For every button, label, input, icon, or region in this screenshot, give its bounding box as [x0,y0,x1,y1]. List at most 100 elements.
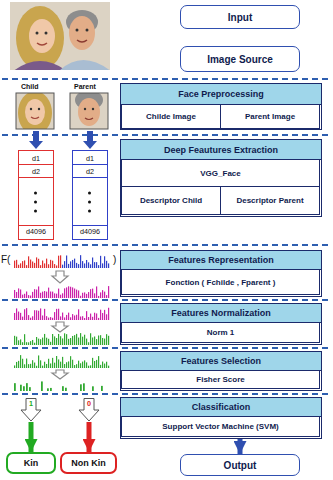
feature-histogram [14,255,109,391]
histogram-bar [104,364,105,368]
histogram-bar [28,295,29,298]
histogram-bar [96,339,97,345]
histogram-bar [16,362,17,368]
histogram-bar [102,263,103,268]
histogram-bar [28,315,29,320]
histogram-bar [64,317,65,320]
histogram-bar [52,261,53,268]
stage-panel: Features RepresentationFonction ( Fchild… [120,250,322,297]
node-text: Classification [192,402,251,412]
histogram-bar [74,289,75,298]
node-text: Fonction ( Fchilde , Fparent ) [166,278,276,287]
node-text: Deep Feautures Extraction [164,145,278,155]
histogram-bar [108,308,109,320]
histogram-bar [56,309,57,320]
histogram-bar [98,265,99,268]
flow-arrow [87,422,92,452]
start-box: Input [180,5,300,29]
histogram-bar [70,317,71,320]
histogram-bar [38,339,39,345]
node-text: 1 [20,399,42,408]
histogram-bar [84,335,85,345]
histogram-bar [104,292,105,298]
histogram-bar [84,360,85,368]
histogram-bar [34,289,35,298]
histogram-bar [86,294,87,298]
histogram-bar [50,317,51,320]
histogram-bar [96,262,97,268]
histogram-bar [42,366,43,368]
stage-header: Features Normalization [121,304,321,323]
histogram-bar [82,293,83,298]
source-photo [10,2,112,72]
node-text: Descriptor Parent [236,196,303,205]
node-text: Descriptor Child [140,196,202,205]
histogram-bar [32,340,33,345]
image-label: Child [21,83,39,90]
histogram-bar [46,316,47,320]
histogram-bar [94,361,95,368]
histogram-bar [50,291,51,298]
histogram-bar [90,314,91,320]
node-text: 0 [78,399,100,408]
histogram-bar [92,257,93,268]
histogram-bar [98,356,99,368]
histogram-bar [54,312,55,320]
histogram-bar [66,255,67,268]
histogram-bar [34,363,35,368]
histogram-bar [100,335,101,345]
histogram-bar [26,308,27,320]
histogram-bar [76,290,77,298]
histogram-bar [52,292,53,298]
histogram-bar [62,293,63,298]
histogram-bar [72,287,73,298]
arrow-outline-shape [21,399,41,422]
histogram-bar [60,316,61,320]
node-text: d4096 [19,225,53,237]
histogram-bar [48,264,49,268]
histogram-bar [64,364,65,368]
histogram-bar [56,338,57,345]
node-text: VGG_Face [200,169,240,178]
node-text: Image Source [207,54,273,65]
histogram-bar [34,343,35,345]
histogram-bar [88,317,89,320]
node-text: Parent Image [245,112,295,121]
flow-arrow [238,439,243,454]
histogram-bar [42,338,43,345]
histogram-bar [38,355,39,368]
ellipsis-dot [88,192,91,195]
histogram-bar [68,361,69,368]
histogram-bar [90,333,91,345]
histogram-bar [83,383,85,391]
histogram-bar [54,336,55,345]
histogram-bar [54,264,55,268]
node-text: d1 [19,153,53,165]
histogram-bar [98,296,99,298]
histogram-bar [102,290,103,298]
histogram-bar [38,311,39,320]
histogram-bar [38,259,39,268]
histogram-bar [30,364,31,368]
histogram-bar [30,296,31,298]
histogram-bar [32,292,33,298]
histogram-bar [14,290,15,298]
histogram-bar [70,338,71,345]
histogram-bar [80,296,81,298]
histogram-bar [46,338,47,345]
histogram-bar [32,316,33,320]
histogram-bar [58,359,59,368]
histogram-bar [36,337,37,345]
histogram-bar [80,333,81,345]
histogram-bar [76,315,77,320]
histogram-bar [50,260,51,268]
process-box: Parent Image [220,104,320,129]
histogram-bar [60,255,61,268]
histogram-bar [88,292,89,298]
histogram-bar [101,386,103,391]
histogram-bar [100,256,101,268]
histogram-bar [16,337,17,345]
histogram-bar [40,308,41,320]
section-dividers [2,79,331,394]
